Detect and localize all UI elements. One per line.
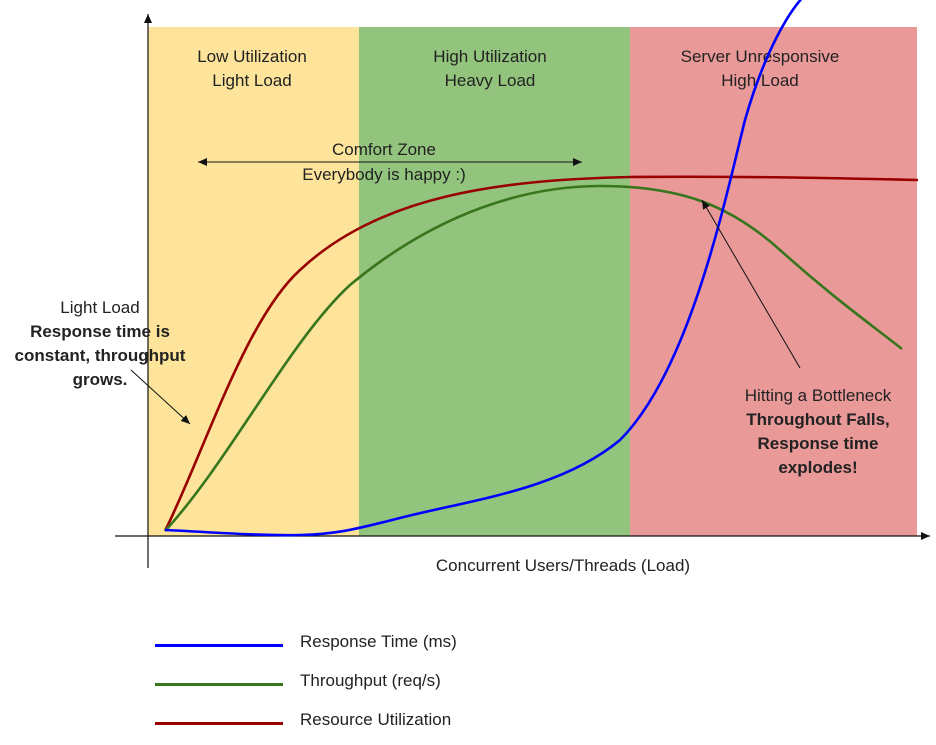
light-load-pointer xyxy=(130,369,191,425)
zone-low-title: Low Utilization xyxy=(197,47,307,66)
comfort-zone-subtitle: Everybody is happy :) xyxy=(302,165,465,184)
legend-swatch-response-time xyxy=(155,644,283,647)
zone-high-subtitle: Heavy Load xyxy=(445,71,536,90)
zone-high-bg xyxy=(359,27,630,536)
response-time-curve xyxy=(164,0,803,537)
bottleneck-title: Hitting a Bottleneck xyxy=(745,386,892,405)
bottleneck-detail-2: Response time xyxy=(758,434,879,453)
legend-item-response-time: Response Time (ms) xyxy=(155,628,655,667)
light-load-title: Light Load xyxy=(60,298,139,317)
legend-item-resource-utilization: Resource Utilization xyxy=(155,706,655,745)
zone-high-title: High Utilization xyxy=(433,47,546,66)
legend: Response Time (ms) Throughput (req/s) Re… xyxy=(155,628,655,745)
legend-label-throughput: Throughput (req/s) xyxy=(300,671,441,690)
legend-item-throughput: Throughput (req/s) xyxy=(155,667,655,706)
zone-low-subtitle: Light Load xyxy=(212,71,291,90)
light-load-detail-2: constant, throughput xyxy=(15,346,186,365)
x-axis-label: Concurrent Users/Threads (Load) xyxy=(436,556,690,575)
legend-swatch-resource-utilization xyxy=(155,722,283,725)
resource-utilization-curve xyxy=(163,175,919,532)
light-load-detail-1: Response time is xyxy=(30,322,170,341)
legend-label-resource-utilization: Resource Utilization xyxy=(300,710,452,729)
bottleneck-pointer xyxy=(701,199,801,369)
zone-unresponsive-bg xyxy=(630,27,917,536)
throughput-curve xyxy=(164,184,903,532)
zone-unresponsive-subtitle: High Load xyxy=(721,71,799,90)
legend-swatch-throughput xyxy=(155,683,283,686)
zone-unresponsive-title: Server Unresponsive xyxy=(681,47,840,66)
zone-low-bg xyxy=(148,27,359,536)
legend-label-response-time: Response Time (ms) xyxy=(300,632,457,651)
comfort-zone-title: Comfort Zone xyxy=(332,140,436,159)
bottleneck-detail-1: Throughout Falls, xyxy=(746,410,890,429)
light-load-detail-3: grows. xyxy=(73,370,128,389)
bottleneck-detail-3: explodes! xyxy=(778,458,857,477)
